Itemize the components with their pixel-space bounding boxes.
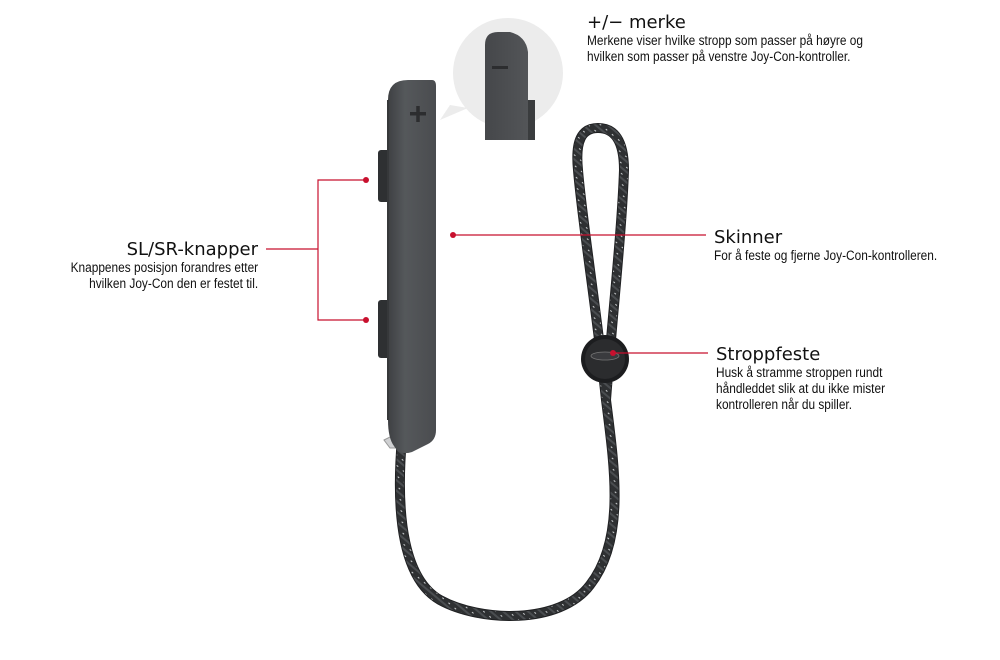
strap-lock xyxy=(581,335,629,383)
label-slsr: SL/SR-knapper Knappenes posisjon forandr… xyxy=(45,240,258,292)
label-merke: +/− merke Merkene viser hvilke stropp so… xyxy=(587,13,901,65)
label-skinner: Skinner For å feste og fjerne Joy-Con-ko… xyxy=(714,228,968,264)
label-stroppfeste-desc-2: håndleddet slik at du ikke mister xyxy=(716,381,886,396)
callout-dots xyxy=(363,177,616,356)
label-merke-title: +/− merke xyxy=(587,12,686,33)
strap-body xyxy=(387,80,436,454)
label-stroppfeste-desc-1: Husk å stramme stroppen rundt xyxy=(716,365,883,380)
minus-icon xyxy=(492,66,508,69)
label-slsr-desc-2: hvilken Joy-Con den er festet til. xyxy=(88,276,259,291)
callout-lines xyxy=(266,179,708,354)
zoom-callout xyxy=(440,18,563,140)
label-merke-desc-2: hvilken som passer på venstre Joy-Con-ko… xyxy=(587,49,851,64)
label-merke-desc-1: Merkene viser hvilke stropp som passer p… xyxy=(587,33,864,48)
label-skinner-desc-1: For å feste og fjerne Joy-Con-kontroller… xyxy=(714,248,938,263)
label-skinner-title: Skinner xyxy=(714,227,783,248)
label-slsr-title: SL/SR-knapper xyxy=(126,239,258,260)
label-stroppfeste-title: Stroppfeste xyxy=(716,344,821,365)
label-stroppfeste-desc-3: kontrolleren når du spiller. xyxy=(716,397,853,412)
label-stroppfeste: Stroppfeste Husk å stramme stroppen rund… xyxy=(716,345,908,413)
plus-icon xyxy=(410,106,426,122)
label-slsr-desc-1: Knappenes posisjon forandres etter xyxy=(70,260,258,275)
